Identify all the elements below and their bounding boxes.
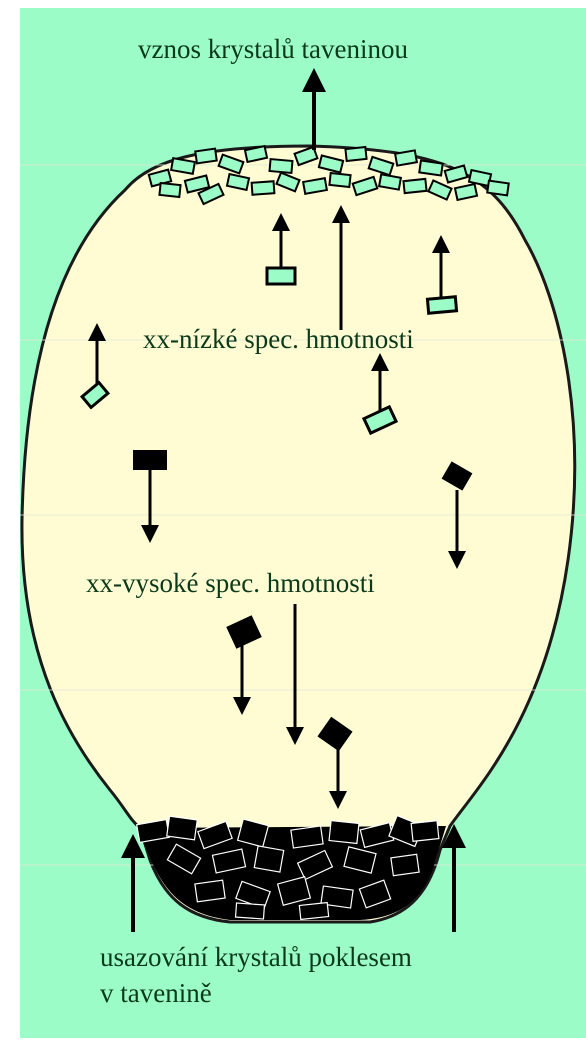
rising-crystal-4 xyxy=(361,353,399,436)
label-bottom-line2: v tavenině xyxy=(100,978,212,1008)
label-bottom-line1: usazování krystalů poklesem xyxy=(100,942,412,972)
floating-crystal-crust xyxy=(147,144,510,206)
label-heavy-crystals: xx-vysoké spec. hmotnosti xyxy=(86,568,375,598)
settled-crystal-pile xyxy=(135,814,446,921)
label-top: vznos krystalů taveninou xyxy=(138,34,408,64)
rising-crystal-1 xyxy=(265,213,297,286)
rising-crystal-2 xyxy=(425,235,459,315)
sinking-crystal-3 xyxy=(226,615,262,715)
sinking-crystal-4 xyxy=(317,716,353,809)
sinking-crystal-1 xyxy=(133,450,167,543)
sinking-crystal-2 xyxy=(441,461,473,569)
label-light-crystals: xx-nízké spec. hmotnosti xyxy=(143,324,414,354)
rising-crystal-3 xyxy=(79,323,111,410)
